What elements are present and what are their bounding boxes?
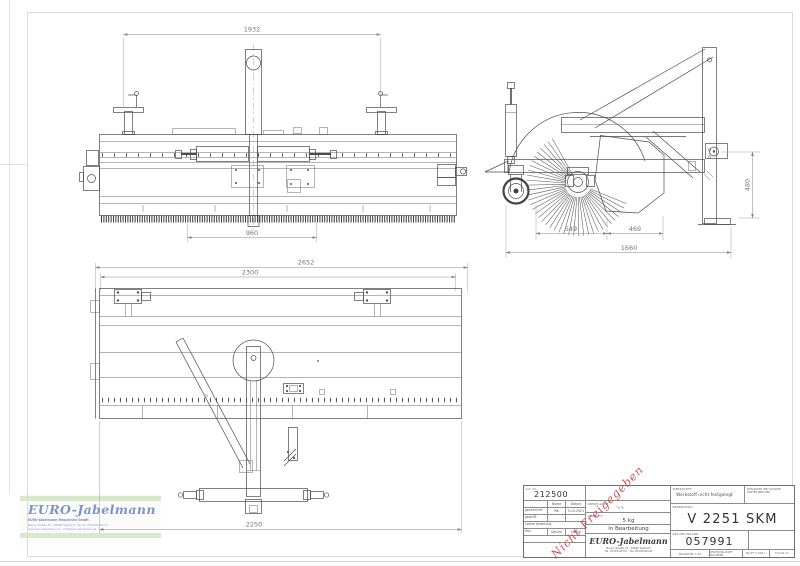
plan-clamp-left <box>114 289 151 317</box>
material-value: Werkstoff nicht festgelegt <box>676 493 733 498</box>
company-address-1: Meune Straße 25 · 49696 Hesbach <box>606 547 651 550</box>
jack-stand-left <box>113 91 144 135</box>
plan-clamp-right <box>354 289 391 317</box>
row-checked: geprüft <box>524 515 548 522</box>
hydraulic-cylinder-side <box>505 82 517 164</box>
dim-text-549: 549 <box>565 225 577 233</box>
title-block: Art. Nr. 212500 Name Datum gezeichnet MK… <box>523 485 795 558</box>
company-logo-cell: EURO-Jabelmann Meune Straße 25 · 49696 H… <box>586 534 671 557</box>
designation-value: V 2251 SKM <box>687 511 778 527</box>
material-label: WERKSTOFF: <box>672 486 693 491</box>
dim-text-960: 960 <box>246 229 258 237</box>
dim-plan-2652: 2652 <box>95 259 468 292</box>
dim-front-width: 1932 <box>123 26 381 108</box>
dim-text-1932: 1932 <box>244 26 261 34</box>
drawn-name: MK <box>548 508 566 515</box>
part-number-label: Art. Nr. <box>525 486 537 491</box>
dim-plan-2250: 2250 <box>99 421 462 533</box>
diagonal-brace <box>175 337 253 473</box>
dim-text-469: 469 <box>629 225 641 233</box>
row-rev: Rev. <box>524 529 548 536</box>
brush-bristle-fan <box>525 138 627 237</box>
row-drawn: gezeichnet <box>524 508 548 515</box>
empty-cell <box>524 501 548 508</box>
empty-cell <box>566 515 586 522</box>
surface-label: OBERFLÄCHE: <box>587 501 610 506</box>
company-address-2: Tel. 05435/92547 · Fax 05435/92549 <box>604 550 653 553</box>
sheet-cell: BLATT 1 VON 1 <box>742 549 769 557</box>
note-line-1: ENTGRATEN UND SCHARFE <box>747 488 781 491</box>
weight-value: 5 kg <box>622 517 635 524</box>
company-logo-text: EURO-Jabelmann <box>589 536 668 546</box>
rev-name-header: Name <box>566 529 586 536</box>
dim-side-469: 469 <box>606 216 664 240</box>
designation-cell: BENENNUNG: V 2251 SKM <box>671 504 794 531</box>
watermark-stripe-top <box>20 496 161 501</box>
watermark-company: EURO-Jabelmann Maschinen GmbH <box>28 518 89 522</box>
empty-row <box>524 536 586 543</box>
dim-text-2250: 2250 <box>246 521 263 529</box>
material-cell: WERKSTOFF: Werkstoff nicht festgelegt <box>671 486 794 504</box>
part-number-cell: Art. Nr. 212500 <box>524 486 671 501</box>
side-view: 549 469 1660 480 <box>484 47 760 258</box>
empty-cell <box>748 531 794 549</box>
dim-side-549: 549 <box>535 205 608 240</box>
plan-view: 2652 2300 <box>90 259 468 533</box>
dim-text-2300: 2300 <box>242 269 259 277</box>
caster-wheel <box>502 165 530 205</box>
dim-text-1660: 1660 <box>621 244 638 252</box>
format-cell: Format A3 <box>769 549 794 557</box>
row-last-change: Letzte Änderung <box>524 522 586 529</box>
surface-cell: OBERFLÄCHE: ∿∿ <box>586 501 671 513</box>
weight-label: GEWICHT: <box>587 513 604 518</box>
dim-side-height: 480 <box>722 151 760 219</box>
watermark-stripe-bottom <box>20 533 161 538</box>
watermark-logo-text: EURO-Jabelmann <box>28 502 156 517</box>
jack-stand-right <box>366 91 397 135</box>
drawing-number-cell: ZEICHNUNGSNR. 057991 <box>671 531 748 549</box>
status-value: in Bearbeitung <box>586 525 671 534</box>
dim-front-inner: 960 <box>187 223 317 242</box>
drawn-date: 5.10.2021 <box>566 509 586 515</box>
three-point-hitch-bar <box>177 488 330 514</box>
dim-plan-2300: 2300 <box>100 269 456 291</box>
scale-cell: MASSSTAB: 1:10 <box>671 549 709 557</box>
deburr-note-cell: ENTGRATEN UND SCHARFE KANTEN BRECHEN <box>744 486 794 504</box>
col-date: Datum <box>566 501 586 508</box>
empty-cell <box>548 515 566 522</box>
part-number-value: 212500 <box>534 490 569 499</box>
dim-side-1660: 1660 <box>505 206 732 258</box>
drawing-number-label: ZEICHNUNGSNR. <box>672 531 700 536</box>
dim-text-480: 480 <box>744 179 752 191</box>
no-scale-cell: ZEICHNUNG NICHT SKALIEREN <box>709 549 742 557</box>
dim-text-2652: 2652 <box>298 259 315 267</box>
middle-column-border <box>586 486 671 557</box>
hydraulic-cylinder-front <box>175 146 337 162</box>
weight-cell: GEWICHT: 5 kg <box>586 513 671 525</box>
watermark-web: www.euro-jabelmann.de · info@euro-jabelm… <box>28 527 97 531</box>
col-name: Name <box>548 501 566 508</box>
designation-label: BENENNUNG: <box>672 504 694 509</box>
rev-date-header: Datum <box>548 529 566 536</box>
front-view: 1932 960 <box>79 26 467 242</box>
drawing-number-value: 057991 <box>685 534 734 548</box>
dealer-watermark: EURO-Jabelmann EURO-Jabelmann Maschinen … <box>20 494 161 545</box>
note-line-2: KANTEN BRECHEN <box>747 491 771 494</box>
watermark-address: Meune Straße 25 · 49696 Hesbach | Tel. N… <box>28 523 108 527</box>
brush-hub <box>565 167 595 193</box>
